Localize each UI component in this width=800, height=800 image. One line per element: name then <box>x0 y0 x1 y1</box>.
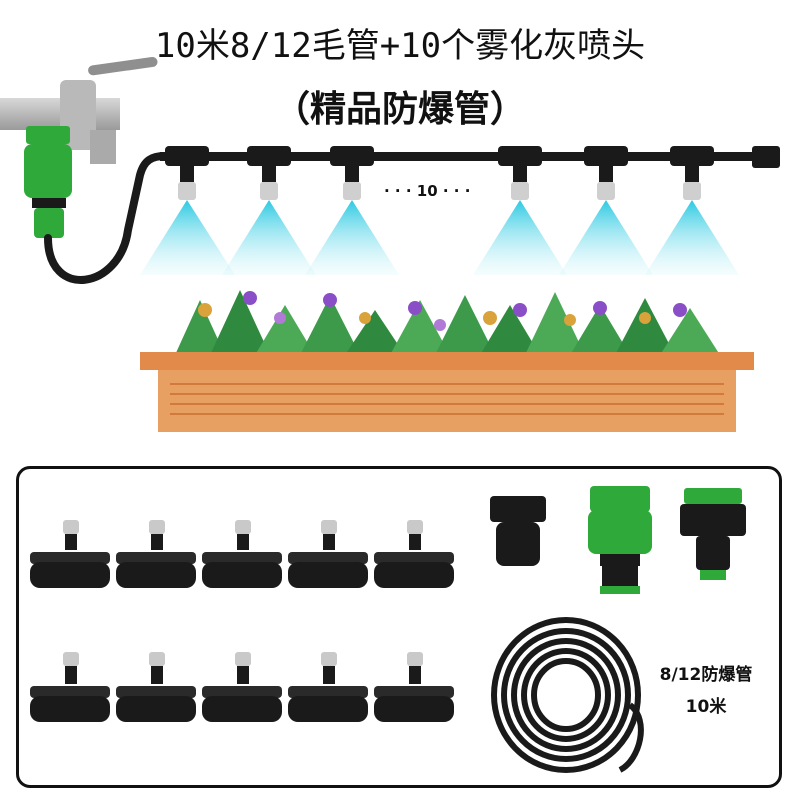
nozzle-group-2 <box>222 146 316 275</box>
faucet-adapter-part-icon <box>680 488 746 580</box>
main-pipe <box>160 152 760 161</box>
hose-label-length: 10米 <box>685 697 727 717</box>
tee-nozzle-icon <box>116 520 196 588</box>
hose-curve <box>44 152 169 284</box>
hose-connector-part-icon <box>588 486 652 594</box>
mist-sprays <box>140 146 739 275</box>
tee-nozzle-icon <box>202 652 282 722</box>
tee-nozzle-icon <box>374 520 454 588</box>
hose-label-spec: 8/12防爆管 <box>659 665 753 685</box>
tee-nozzle-row-2 <box>30 652 454 722</box>
tee-nozzle-icon <box>30 652 110 722</box>
tee-nozzle-row-1 <box>30 520 454 588</box>
tee-nozzle-icon <box>288 520 368 588</box>
quick-connector-icon <box>24 126 72 238</box>
tee-nozzle-icon <box>30 520 110 588</box>
nozzle-group-6 <box>645 146 739 275</box>
tee-nozzle-icon <box>288 652 368 722</box>
coiled-hose-icon <box>491 617 644 773</box>
kit-contents-box <box>16 466 782 788</box>
nozzle-group-1 <box>140 146 235 275</box>
nozzle-count-indicator: · · · 10 · · · <box>384 182 471 200</box>
nozzle-group-4 <box>473 146 567 275</box>
tee-nozzle-icon <box>374 652 454 722</box>
plants <box>175 290 720 355</box>
title-line-1: 10米8/12毛管+10个雾化灰喷头 <box>154 26 646 66</box>
tee-nozzle-icon <box>116 652 196 722</box>
installation-illustration <box>0 56 780 432</box>
planter-box <box>140 352 754 432</box>
tee-nozzle-icon <box>202 520 282 588</box>
nozzle-group-5 <box>559 146 653 275</box>
title-line-2: （精品防爆管） <box>273 89 526 130</box>
nozzle-group-3 <box>305 146 399 275</box>
end-plug-icon <box>752 146 780 168</box>
end-plug-part-icon <box>490 496 546 566</box>
